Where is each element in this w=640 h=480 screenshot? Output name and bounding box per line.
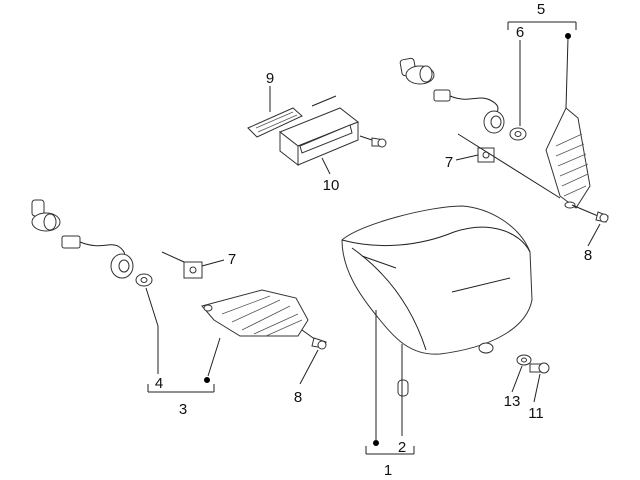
callout-11: 11 bbox=[528, 405, 544, 422]
part-10-housing bbox=[279, 95, 359, 167]
callout-6: 6 bbox=[516, 24, 524, 41]
callout-8-right: 8 bbox=[584, 247, 592, 264]
body-small-bulb bbox=[397, 379, 409, 397]
bullet-dot-icon bbox=[565, 33, 571, 39]
callout-13: 13 bbox=[504, 393, 521, 410]
part-11-screw bbox=[529, 362, 550, 374]
callout-7-left: 7 bbox=[228, 251, 236, 268]
left-screw bbox=[301, 329, 327, 350]
right-reflector-cover bbox=[545, 107, 591, 209]
right-screw bbox=[571, 204, 609, 223]
bullet-dot-icon bbox=[373, 440, 379, 446]
callout-4: 4 bbox=[155, 375, 163, 392]
part-1-lamp-body bbox=[341, 205, 533, 355]
housing-screw bbox=[359, 135, 387, 148]
callout-7-right: 7 bbox=[445, 154, 453, 171]
left-clip-nut bbox=[161, 251, 203, 279]
left-reflector-cover bbox=[201, 289, 309, 337]
callout-9: 9 bbox=[266, 70, 274, 87]
right-lamp-bulb-holder bbox=[399, 57, 527, 141]
callout-1: 1 bbox=[384, 462, 392, 479]
part-9-lens bbox=[247, 107, 303, 138]
callout-3: 3 bbox=[179, 401, 187, 418]
callout-10: 10 bbox=[323, 177, 340, 194]
callout-2: 2 bbox=[398, 439, 406, 456]
left-lamp-bulb-holder bbox=[31, 199, 153, 287]
callout-5: 5 bbox=[537, 1, 545, 18]
part-13-washer bbox=[516, 354, 532, 366]
bullet-dot-icon bbox=[204, 377, 210, 383]
callout-8-left: 8 bbox=[294, 389, 302, 406]
